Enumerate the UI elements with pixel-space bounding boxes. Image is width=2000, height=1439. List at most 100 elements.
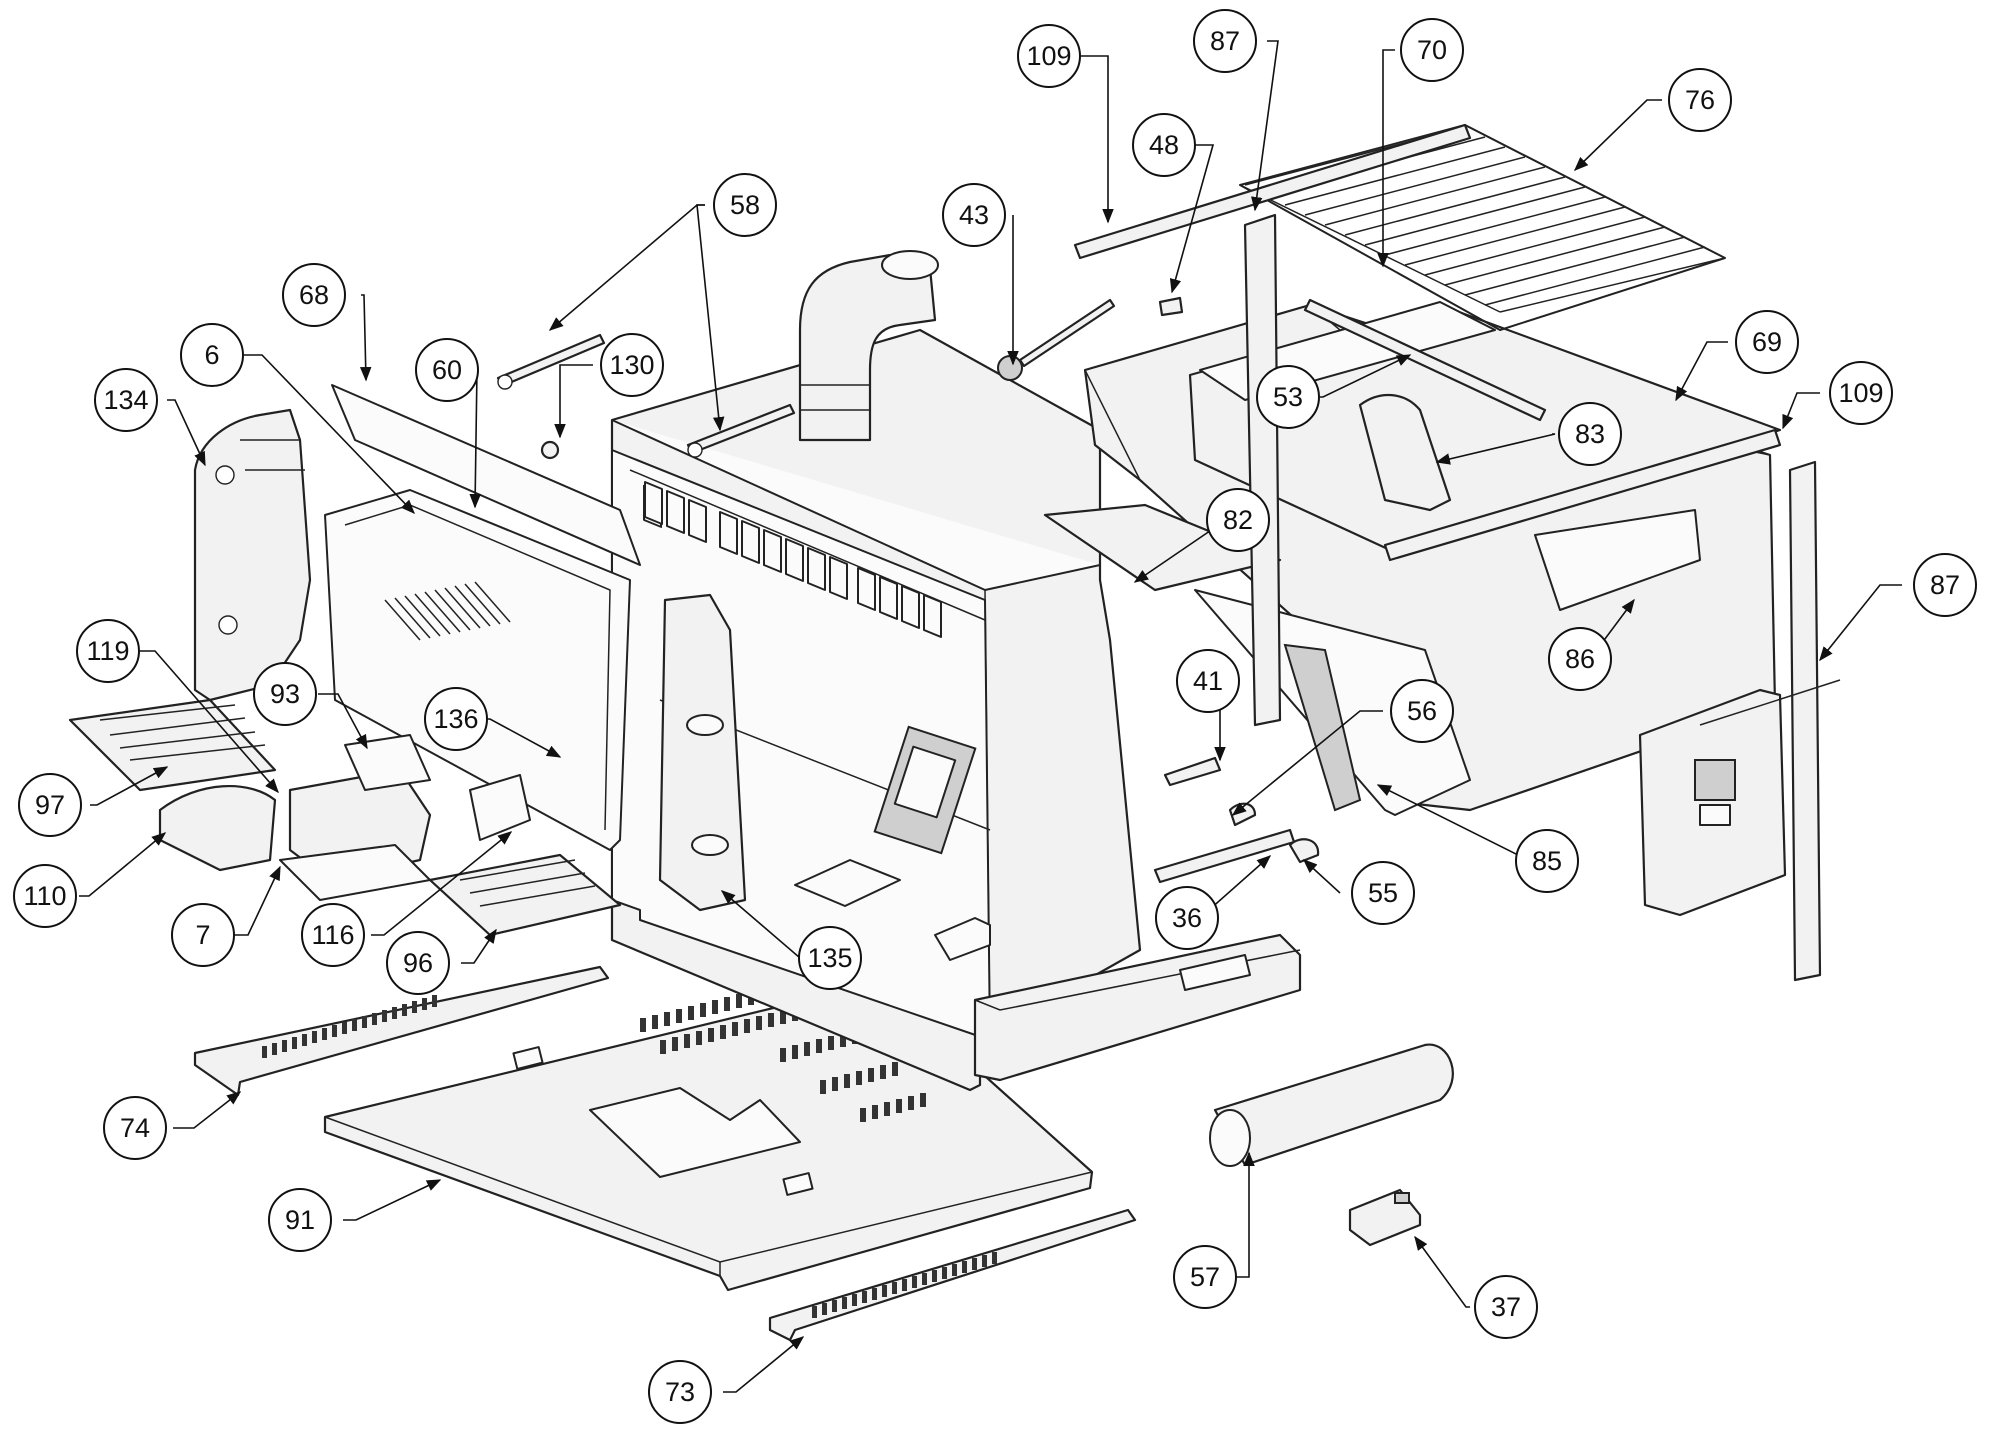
- callout-circle: [76, 619, 140, 683]
- callout-55: 55: [1351, 861, 1415, 925]
- callout-37: 37: [1474, 1275, 1538, 1339]
- callout-circle: [424, 687, 488, 751]
- callout-label: 41: [1193, 666, 1223, 696]
- callout-label: 73: [665, 1377, 695, 1407]
- callout-97: 97: [18, 773, 82, 837]
- callout-label: 76: [1685, 85, 1715, 115]
- callout-label: 7: [195, 920, 210, 950]
- callout-label: 43: [959, 200, 989, 230]
- callout-circle: [1256, 365, 1320, 429]
- callout-87: 87: [1913, 553, 1977, 617]
- callout-135: 135: [798, 926, 862, 990]
- callout-label: 134: [103, 385, 148, 415]
- callout-label: 135: [807, 943, 852, 973]
- callout-70: 70: [1400, 18, 1464, 82]
- callout-label: 56: [1407, 696, 1437, 726]
- part-68-top-plate: [331, 384, 641, 566]
- callout-label: 53: [1273, 382, 1303, 412]
- callout-circle: [94, 368, 158, 432]
- leader-87-right: [1819, 584, 1902, 662]
- callout-circle: [1206, 488, 1270, 552]
- callout-circle: [18, 773, 82, 837]
- callout-label: 57: [1190, 1262, 1220, 1292]
- callout-85: 85: [1515, 829, 1579, 893]
- part-37-block: [1348, 1188, 1422, 1247]
- callout-label: 116: [311, 920, 354, 950]
- callout-6: 6: [180, 323, 244, 387]
- callout-109: 109: [1017, 24, 1081, 88]
- callout-label: 83: [1575, 419, 1605, 449]
- callout-110: 110: [13, 864, 77, 928]
- part-82-deflector: [1043, 503, 1282, 592]
- callout-circle: [1390, 679, 1454, 743]
- callout-circle: [1735, 310, 1799, 374]
- callout-circle: [942, 183, 1006, 247]
- part-109-rail-top: [1073, 123, 1472, 260]
- callout-48: 48: [1132, 113, 1196, 177]
- leader-109-right: [1782, 392, 1820, 430]
- callout-circle: [1548, 627, 1612, 691]
- callout-circle: [1176, 649, 1240, 713]
- leader-76: [1573, 99, 1662, 172]
- main-body-slots: [643, 481, 942, 638]
- flue-elbow: [798, 250, 939, 442]
- leader-87-top: [1251, 40, 1279, 212]
- callout-53: 53: [1256, 365, 1320, 429]
- part-109-rail-right: [1383, 428, 1782, 562]
- callout-circle: [600, 333, 664, 397]
- part-74-vent-strip: [193, 965, 610, 1097]
- callout-label: 136: [433, 704, 478, 734]
- leader-58b: [696, 204, 725, 432]
- callout-label: 97: [35, 790, 65, 820]
- leader-69: [1675, 341, 1728, 402]
- callout-83: 83: [1558, 402, 1622, 466]
- leader-134: [167, 399, 206, 467]
- callout-circle: [1829, 361, 1893, 425]
- callout-label: 58: [730, 190, 760, 220]
- callout-label: 93: [270, 679, 300, 709]
- callout-label: 82: [1223, 505, 1253, 535]
- leader-58a: [548, 204, 705, 331]
- body-base-rail: [973, 933, 1302, 1082]
- callout-119: 119: [76, 619, 140, 683]
- callout-circle: [415, 338, 479, 402]
- part-6-door-frame: [324, 489, 631, 851]
- callout-7: 7: [171, 903, 235, 967]
- leader-6: [244, 354, 415, 515]
- part-93-burn-pot: [279, 734, 432, 901]
- callout-label: 119: [86, 636, 129, 666]
- callout-label: 68: [299, 280, 329, 310]
- callout-60: 60: [415, 338, 479, 402]
- callout-109: 109: [1829, 361, 1893, 425]
- callout-circle: [1132, 113, 1196, 177]
- part-53-bar: [1303, 298, 1547, 422]
- callout-86: 86: [1548, 627, 1612, 691]
- callout-circle: [1173, 1245, 1237, 1309]
- parts-layer: [68, 123, 1841, 1342]
- leader-130: [554, 364, 593, 439]
- callout-label: 96: [403, 948, 433, 978]
- leader-48: [1169, 144, 1215, 294]
- leader-116: [371, 831, 513, 936]
- callout-circle: [1351, 861, 1415, 925]
- callout-label: 55: [1368, 878, 1398, 908]
- callout-label: 36: [1172, 903, 1202, 933]
- leader-7: [231, 865, 281, 936]
- callout-circle: [13, 864, 77, 928]
- callout-label: 6: [204, 340, 219, 370]
- callout-69: 69: [1735, 310, 1799, 374]
- callout-circle: [282, 263, 346, 327]
- callout-116: 116: [301, 903, 365, 967]
- leader-55: [1302, 859, 1341, 894]
- leader-96: [461, 928, 497, 964]
- callout-134: 134: [94, 368, 158, 432]
- callout-74: 74: [103, 1096, 167, 1160]
- part-87-upright-left: [1243, 213, 1282, 727]
- callout-label: 91: [285, 1205, 315, 1235]
- part-76-grate: [1239, 124, 1726, 331]
- callout-label: 109: [1838, 378, 1883, 408]
- callout-circle: [798, 926, 862, 990]
- callout-circle: [1400, 18, 1464, 82]
- part-73-vent-strip: [768, 1208, 1137, 1342]
